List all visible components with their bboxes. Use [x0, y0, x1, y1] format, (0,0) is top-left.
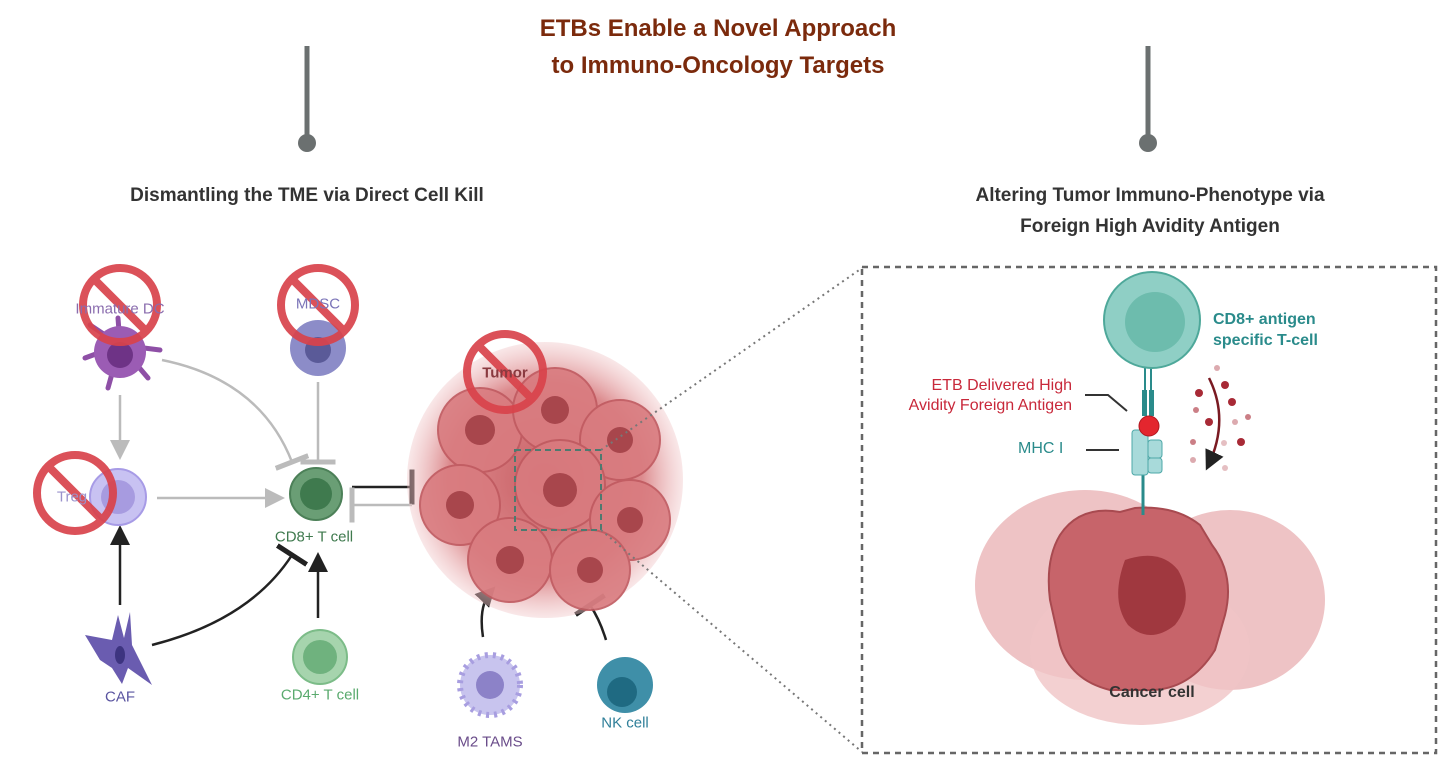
tumor-mass [407, 342, 683, 618]
t-cell-line-1: CD8+ antigen [1213, 311, 1316, 328]
etb-line-2: Avidity Foreign Antigen [908, 397, 1072, 414]
cancer-cell [975, 490, 1325, 725]
right-heading: Altering Tumor Immuno-Phenotype via Fore… [900, 180, 1400, 242]
label-t-cell: CD8+ antigen specific T-cell [1213, 309, 1318, 351]
label-mhc-i: MHC I [1018, 440, 1064, 457]
cd4-t-cell [292, 629, 348, 685]
label-caf: CAF [105, 688, 135, 706]
label-tumor: Tumor [482, 364, 528, 382]
no-sign-icons [33, 264, 547, 535]
etb-line-1: ETB Delivered High [931, 377, 1073, 394]
title-line-2: to Immuno-Oncology Targets [551, 52, 885, 79]
mhc-tcr-complex [1085, 368, 1163, 515]
label-mdsc: MDSC [295, 295, 341, 313]
label-nk-cell: NK cell [601, 714, 649, 732]
label-cancer-cell: Cancer cell [1109, 684, 1195, 701]
zoom-box [860, 265, 1438, 755]
t-cell [1103, 271, 1201, 369]
no-sign-icon [277, 264, 359, 346]
left-heading: Dismantling the TME via Direct Cell Kill [130, 185, 484, 206]
m2-tam-cell [457, 652, 523, 718]
no-sign-icon [33, 451, 117, 535]
label-cd8-t-cell: CD8+ T cell [274, 528, 354, 546]
zoom-lines [600, 267, 863, 753]
right-heading-line-1: Altering Tumor Immuno-Phenotype via [975, 185, 1325, 206]
figure-title: ETBs Enable a Novel Approach to Immuno-O… [0, 10, 1436, 84]
no-sign-icon [79, 264, 161, 346]
interaction-arrows [110, 358, 608, 647]
cytotoxic-granules [1190, 365, 1251, 471]
label-etb-antigen: ETB Delivered High Avidity Foreign Antig… [909, 376, 1072, 416]
caf-cell [85, 612, 152, 685]
label-treg: Treg [56, 488, 88, 506]
label-cd4-t-cell: CD4+ T cell [280, 686, 360, 704]
label-m2-tams: M2 TAMS [457, 733, 523, 751]
no-sign-icon [463, 330, 547, 414]
title-bracket [298, 45, 1157, 152]
label-immature-dc: Immature DC [75, 300, 165, 318]
right-heading-line-2: Foreign High Avidity Antigen [1020, 216, 1280, 237]
nk-cell [597, 657, 653, 713]
title-line-1: ETBs Enable a Novel Approach [539, 15, 897, 42]
cd8-t-cell [289, 467, 343, 521]
t-cell-line-2: specific T-cell [1213, 332, 1318, 349]
